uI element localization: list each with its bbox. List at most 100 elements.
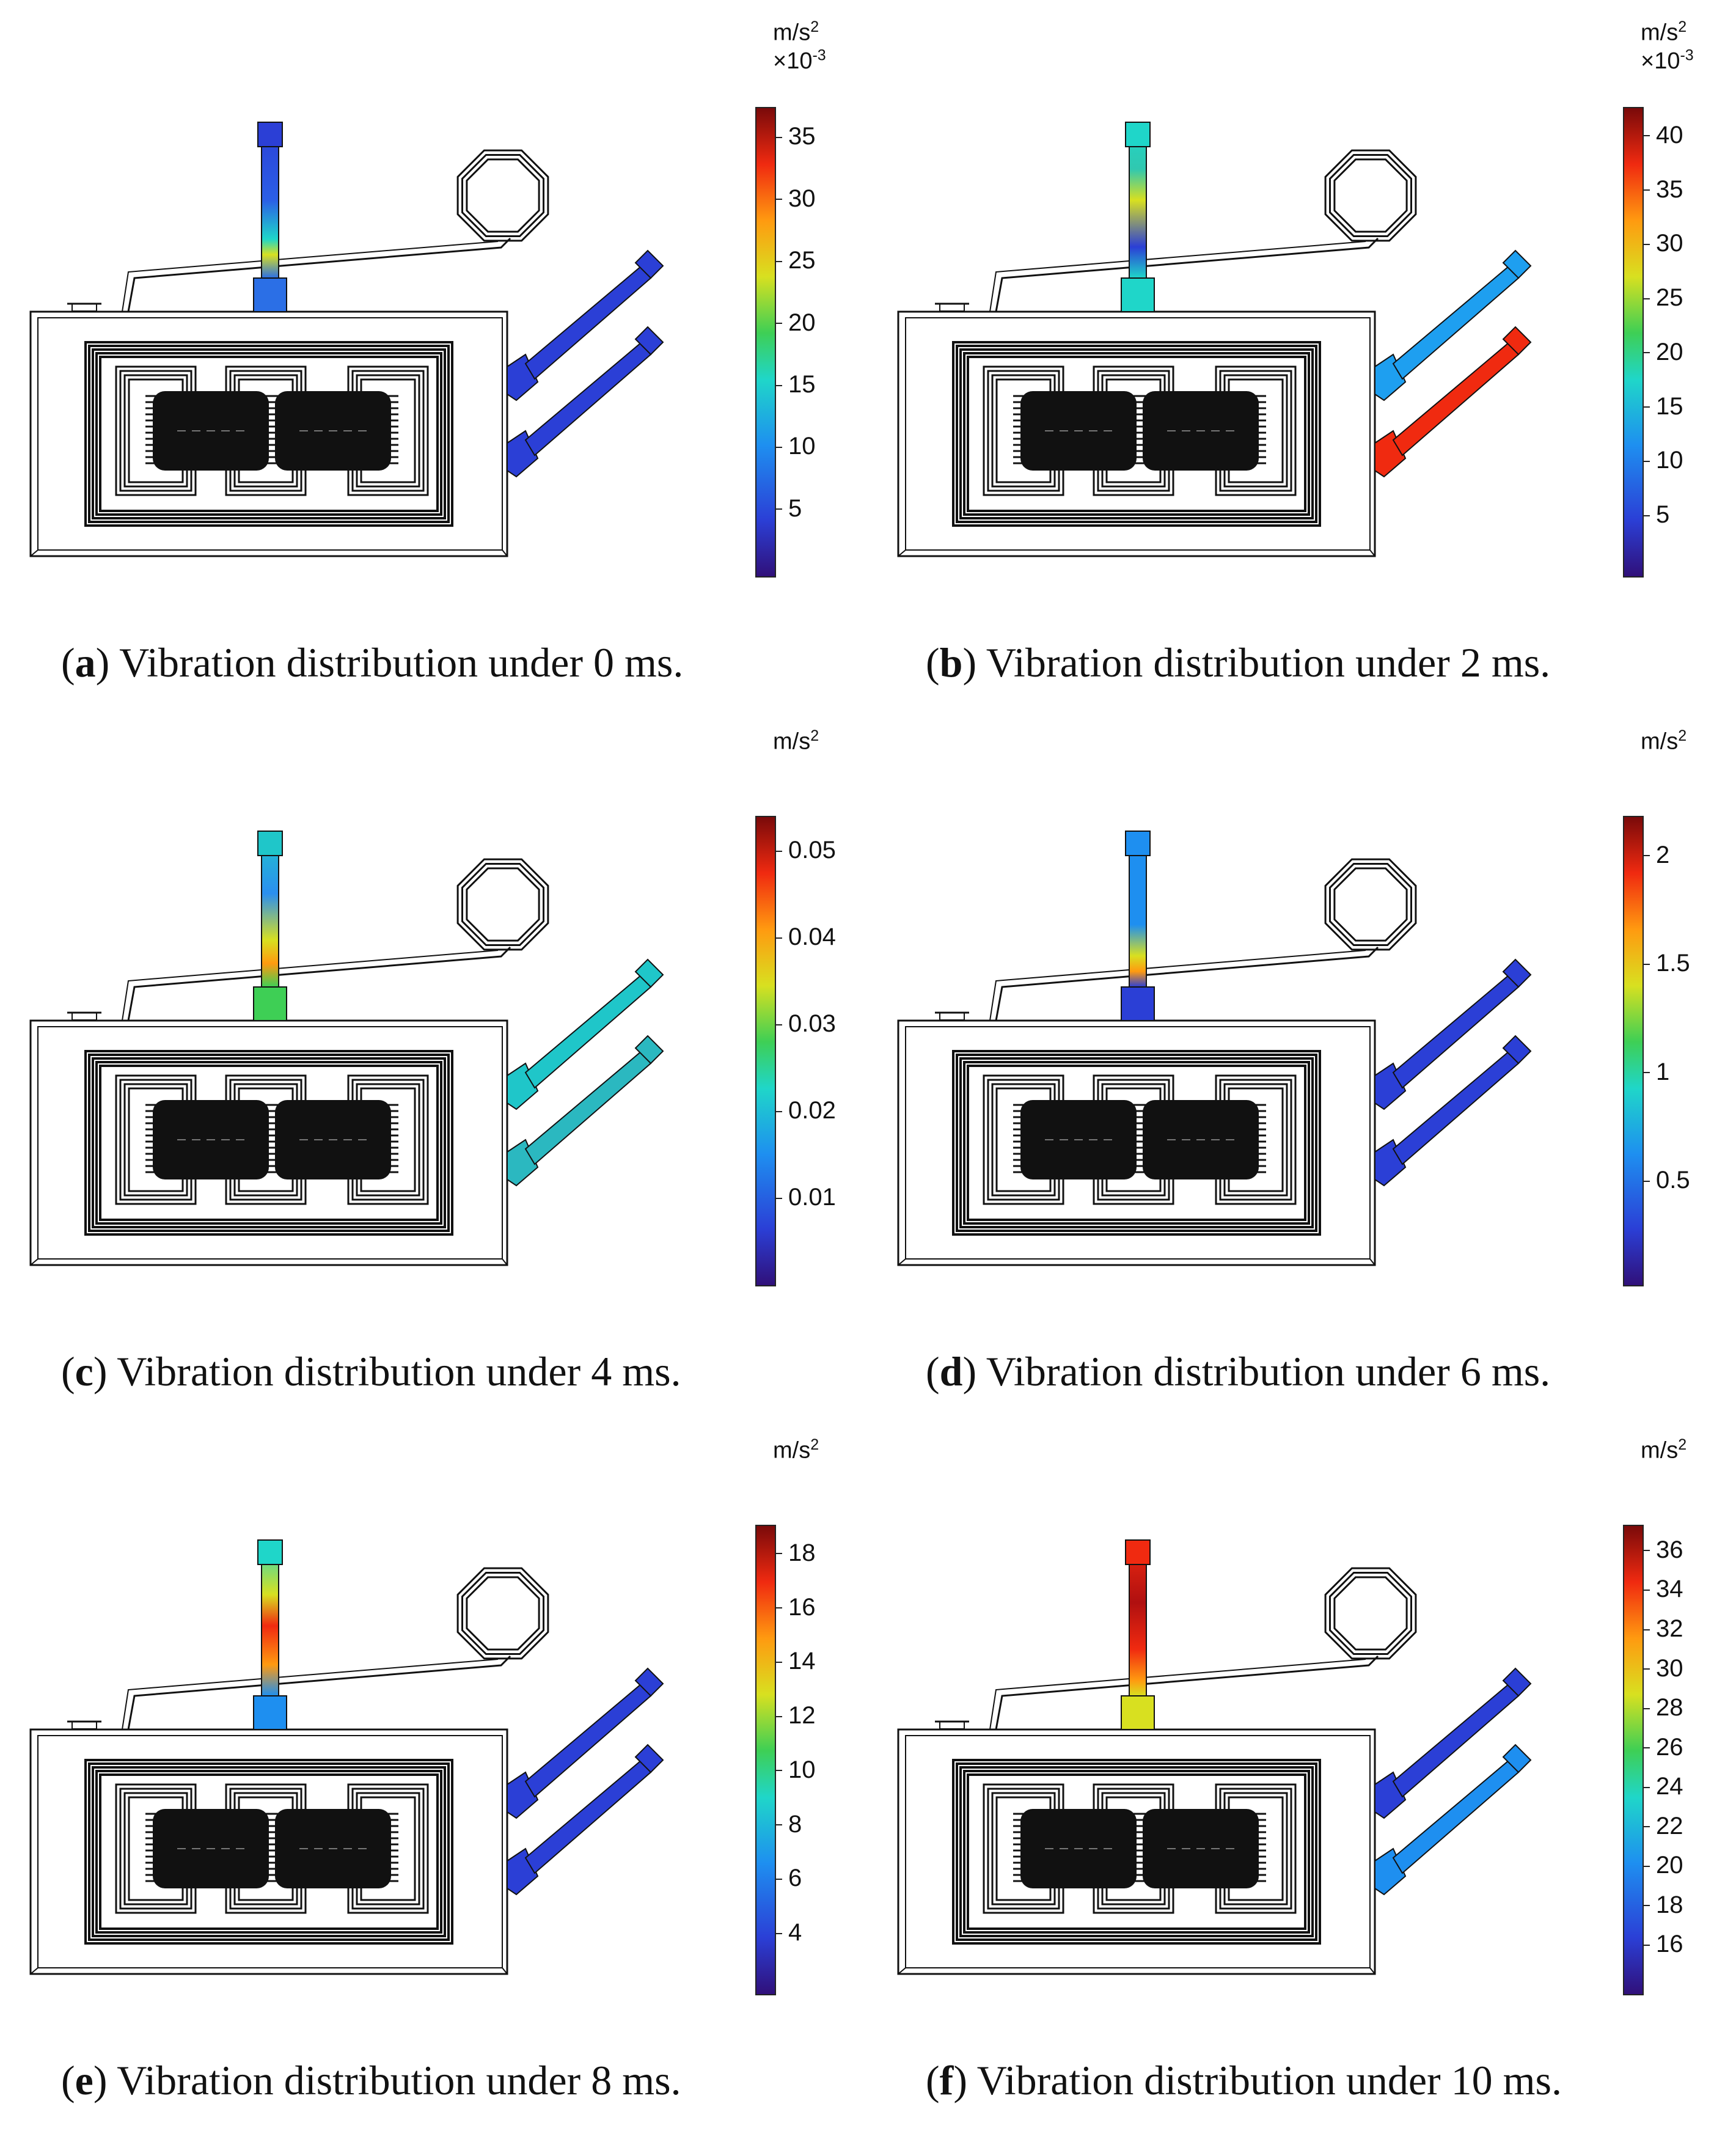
bushing-cap	[257, 1539, 283, 1565]
valve	[71, 1012, 97, 1021]
bushing-rod	[261, 831, 279, 988]
vibration-plot-e	[29, 1539, 664, 1975]
colorbar-tick-label: 8	[774, 1810, 802, 1838]
colorbar-tick-label: 32	[1643, 1615, 1683, 1642]
colorbar-tick-label: 0.04	[775, 923, 836, 951]
upper-side-pipe	[1374, 1667, 1532, 1819]
lower-side-pipe	[1374, 326, 1532, 478]
lower-side-pipe	[1374, 1035, 1532, 1187]
colorbar-unit: m/s2	[773, 727, 819, 755]
upper-side-pipe	[507, 1667, 664, 1819]
bushing-cap	[1125, 122, 1151, 147]
winding-coil	[268, 391, 398, 471]
tank-inner	[905, 1735, 1371, 1968]
valve	[71, 1721, 97, 1729]
transformer-model	[29, 122, 664, 557]
colorbar-tick-label: 25	[775, 247, 816, 274]
panel-caption: (a) Vibration distribution under 0 ms.	[61, 639, 684, 686]
octagon-ring	[1324, 1567, 1417, 1660]
panel-caption: (d) Vibration distribution under 6 ms.	[926, 1348, 1551, 1395]
winding-coil	[1135, 1100, 1266, 1179]
tank-inner	[37, 1026, 503, 1260]
colorbar-tick-label: 14	[775, 1648, 816, 1675]
bushing-base	[253, 986, 287, 1021]
bushing-base	[253, 277, 287, 312]
lower-side-pipe	[507, 1744, 664, 1896]
transformer-model	[897, 122, 1532, 557]
winding-coil	[1013, 1809, 1144, 1888]
colorbar	[755, 1525, 776, 1995]
lower-side-pipe	[507, 326, 664, 478]
bushing-rod	[1129, 1539, 1147, 1696]
octagon-ring	[1324, 149, 1417, 242]
bushing-rod	[1129, 122, 1147, 279]
colorbar	[1623, 816, 1644, 1286]
core-frame	[84, 341, 453, 527]
winding-coil	[1135, 391, 1266, 471]
colorbar-tick-label: 0.05	[775, 837, 836, 864]
colorbar-tick-label: 35	[775, 123, 816, 150]
colorbar-tick-label: 0.02	[775, 1097, 836, 1124]
colorbar	[755, 107, 776, 578]
winding-coil	[1013, 391, 1144, 471]
colorbar	[755, 816, 776, 1286]
valve	[939, 1012, 965, 1021]
colorbar-tick-label: 18	[775, 1539, 816, 1566]
colorbar-tick-label: 24	[1643, 1773, 1683, 1800]
colorbar-tick-label: 10	[1643, 447, 1683, 474]
colorbar-tick-label: 1.5	[1643, 950, 1690, 977]
octagon-ring	[456, 149, 549, 242]
colorbar-tick-label: 10	[775, 1756, 816, 1783]
colorbar-tick-label: 15	[775, 371, 816, 398]
colorbar-tick-label: 16	[1643, 1931, 1683, 1958]
winding-coil	[1013, 1100, 1144, 1179]
transformer-model	[897, 1539, 1532, 1975]
vibration-plot-c	[29, 831, 664, 1266]
colorbar-tick-label: 18	[1643, 1891, 1683, 1918]
colorbar-tick-label: 22	[1643, 1812, 1683, 1839]
cable	[127, 1655, 511, 1730]
bushing-cap	[1125, 831, 1151, 856]
colorbar-tick-label: 20	[1643, 1852, 1683, 1879]
colorbar-tick-label: 20	[1643, 338, 1683, 365]
vibration-plot-a	[29, 122, 664, 557]
colorbar-tick-label: 26	[1643, 1733, 1683, 1761]
vibration-plot-d	[897, 831, 1532, 1266]
colorbar-tick-label: 6	[774, 1865, 802, 1892]
upper-side-pipe	[507, 958, 664, 1110]
vibration-plot-f	[897, 1539, 1532, 1975]
colorbar-unit: m/s2	[773, 1436, 819, 1464]
winding-coil	[145, 391, 276, 471]
colorbar-tick-label: 28	[1643, 1694, 1683, 1722]
colorbar-tick-label: 34	[1643, 1575, 1683, 1603]
colorbar-tick-label: 20	[775, 309, 816, 336]
winding-coil	[268, 1809, 398, 1888]
colorbar-unit: m/s2	[1641, 1436, 1687, 1464]
colorbar-tick-label: 12	[775, 1702, 816, 1729]
panel-caption: (e) Vibration distribution under 8 ms.	[61, 2057, 681, 2103]
panel-caption: (f) Vibration distribution under 10 ms.	[926, 2057, 1562, 2103]
cable	[995, 237, 1379, 312]
colorbar	[1623, 1525, 1644, 1995]
colorbar-tick-label: 10	[775, 433, 816, 460]
winding-coil	[1135, 1809, 1266, 1888]
bushing-base	[1121, 1695, 1155, 1730]
bushing-cap	[257, 122, 283, 147]
colorbar-tick-label: 30	[775, 185, 816, 212]
panel-caption: (b) Vibration distribution under 2 ms.	[926, 639, 1551, 686]
colorbar-unit: m/s2×10-3	[1641, 18, 1694, 74]
cable	[995, 946, 1379, 1021]
valve	[939, 303, 965, 312]
colorbar-tick-label: 5	[1642, 501, 1670, 528]
tank-inner	[37, 1735, 503, 1968]
octagon-ring	[456, 858, 549, 951]
bushing-cap	[1125, 1539, 1151, 1565]
cable	[127, 237, 511, 312]
colorbar-tick-label: 15	[1643, 392, 1683, 420]
tank-inner	[905, 1026, 1371, 1260]
vibration-plot-b	[897, 122, 1532, 557]
